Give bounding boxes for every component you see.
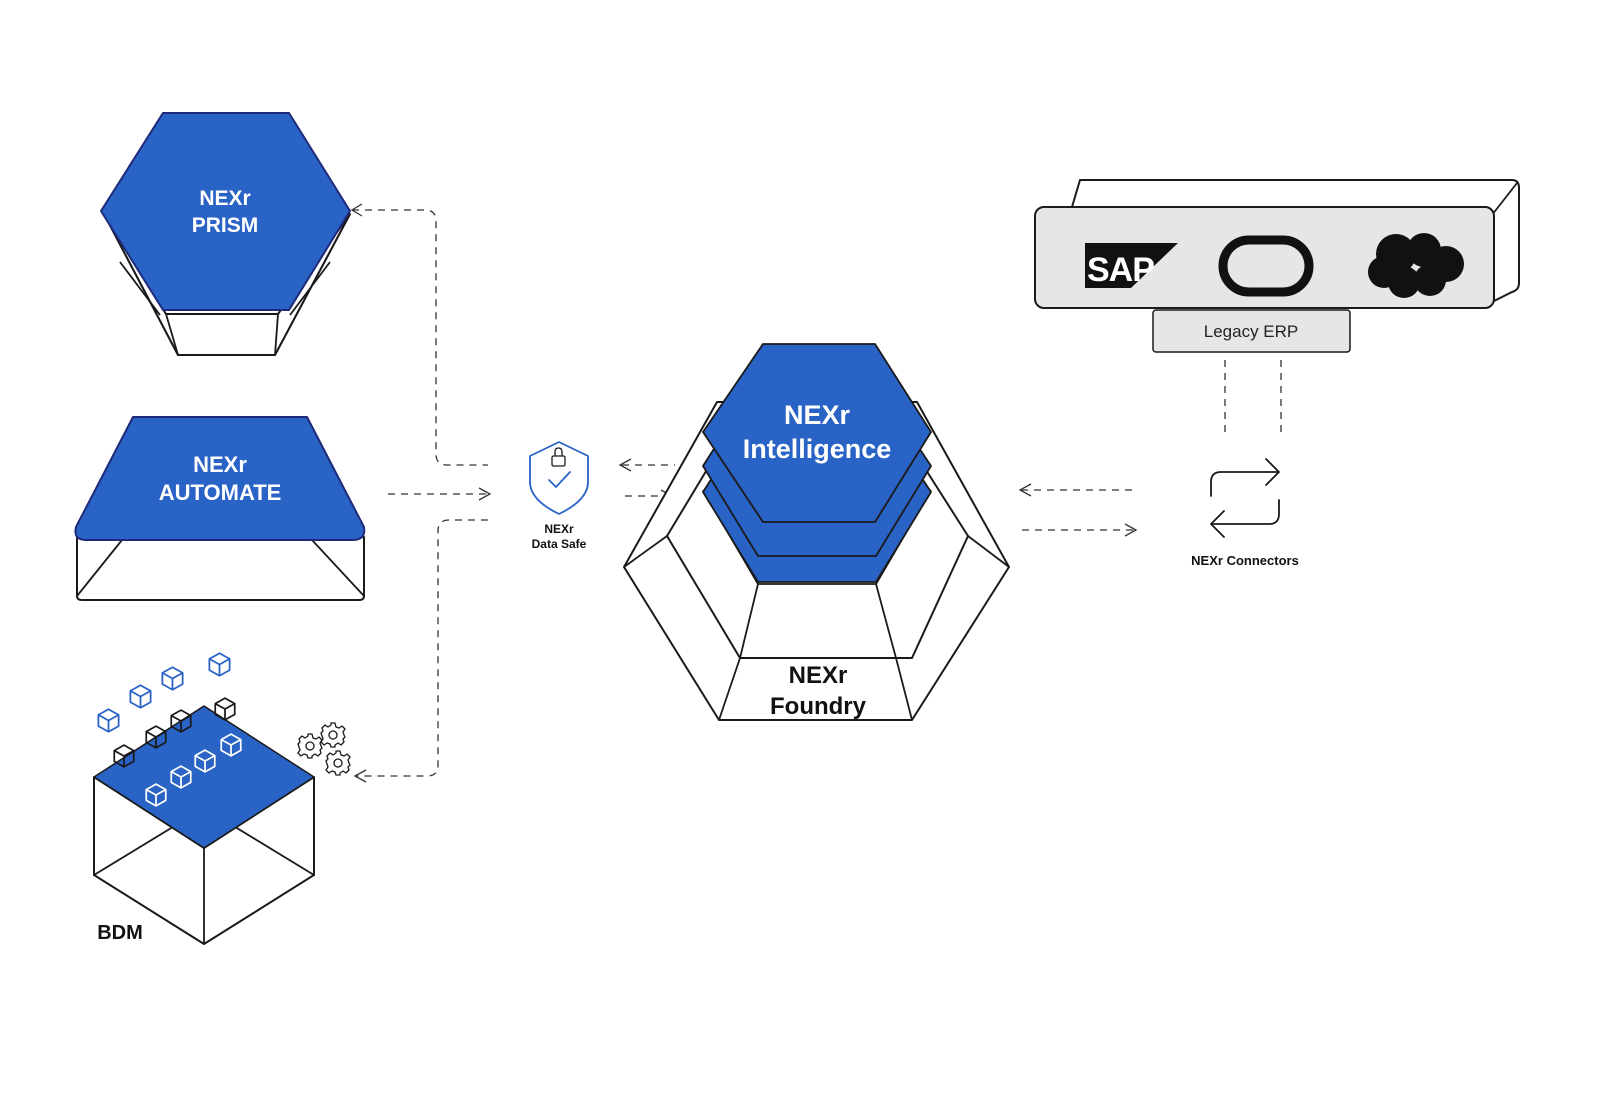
intelligence-label-line1: NEXr — [784, 400, 851, 430]
prism-top-face — [100, 112, 351, 311]
cube-icon — [97, 708, 120, 733]
data-safe-node: NEXr Data Safe — [529, 441, 589, 551]
datasafe-to-bdm-line — [356, 519, 488, 777]
prism-label-line1: NEXr — [199, 187, 250, 210]
automate-label-line1: NEXr — [193, 452, 247, 477]
legacy-erp-tab — [1152, 309, 1351, 353]
prism-to-datasafe-line — [352, 209, 488, 466]
sap-logo: SAP — [1085, 243, 1178, 289]
sap-logo-text: SAP — [1087, 251, 1154, 289]
prism-label-line2: PRISM — [192, 214, 259, 237]
cube-icon — [161, 666, 184, 691]
automate-node: NEXr AUTOMATE — [74, 416, 366, 601]
legacy-erp-label: Legacy ERP — [1204, 322, 1299, 341]
shield-lock-check-icon — [529, 441, 589, 515]
automate-top-face — [74, 416, 366, 541]
connectors-node: NEXr Connectors — [1191, 458, 1299, 568]
intelligence-label-line2: Intelligence — [743, 434, 892, 464]
sync-arrows-icon — [1210, 458, 1280, 538]
arrow-right-icon — [1124, 523, 1138, 537]
foundry-label-line2: Foundry — [770, 693, 867, 720]
gear-icon — [325, 750, 351, 776]
legacy-erp-node: SAP Legacy ERP — [1034, 179, 1520, 436]
gear-icon — [297, 733, 323, 759]
connectors-label: NEXr Connectors — [1191, 553, 1299, 568]
oracle-logo — [1218, 235, 1314, 297]
bdm-node: BDM — [93, 652, 351, 945]
cube-icon — [208, 652, 231, 677]
foundry-node: NEXr Intelligence NEXr Foundry — [623, 343, 1010, 721]
arrow-left-icon — [1018, 483, 1032, 497]
arrow-left-icon — [350, 203, 363, 217]
data-safe-label-line1: NEXr — [544, 522, 574, 536]
left-connectors — [350, 203, 492, 783]
data-safe-label-line2: Data Safe — [532, 537, 587, 551]
foundry-label-line1: NEXr — [789, 662, 848, 689]
bdm-gears — [297, 722, 351, 776]
cube-icon — [214, 697, 236, 721]
intelligence-hex — [702, 343, 932, 523]
cube-icon — [129, 684, 152, 709]
automate-label-line2: AUTOMATE — [159, 480, 282, 505]
bdm-top-face — [93, 705, 315, 849]
salesforce-logo — [1368, 233, 1464, 298]
prism-node: NEXr PRISM — [100, 112, 351, 356]
gear-icon — [320, 722, 346, 748]
bdm-label: BDM — [97, 922, 143, 944]
foundry-connectors-links — [1018, 483, 1138, 537]
automate-base — [76, 536, 365, 601]
arrow-right-icon — [478, 487, 492, 501]
arrow-left-icon — [353, 769, 367, 783]
arrow-left-icon — [618, 458, 632, 472]
